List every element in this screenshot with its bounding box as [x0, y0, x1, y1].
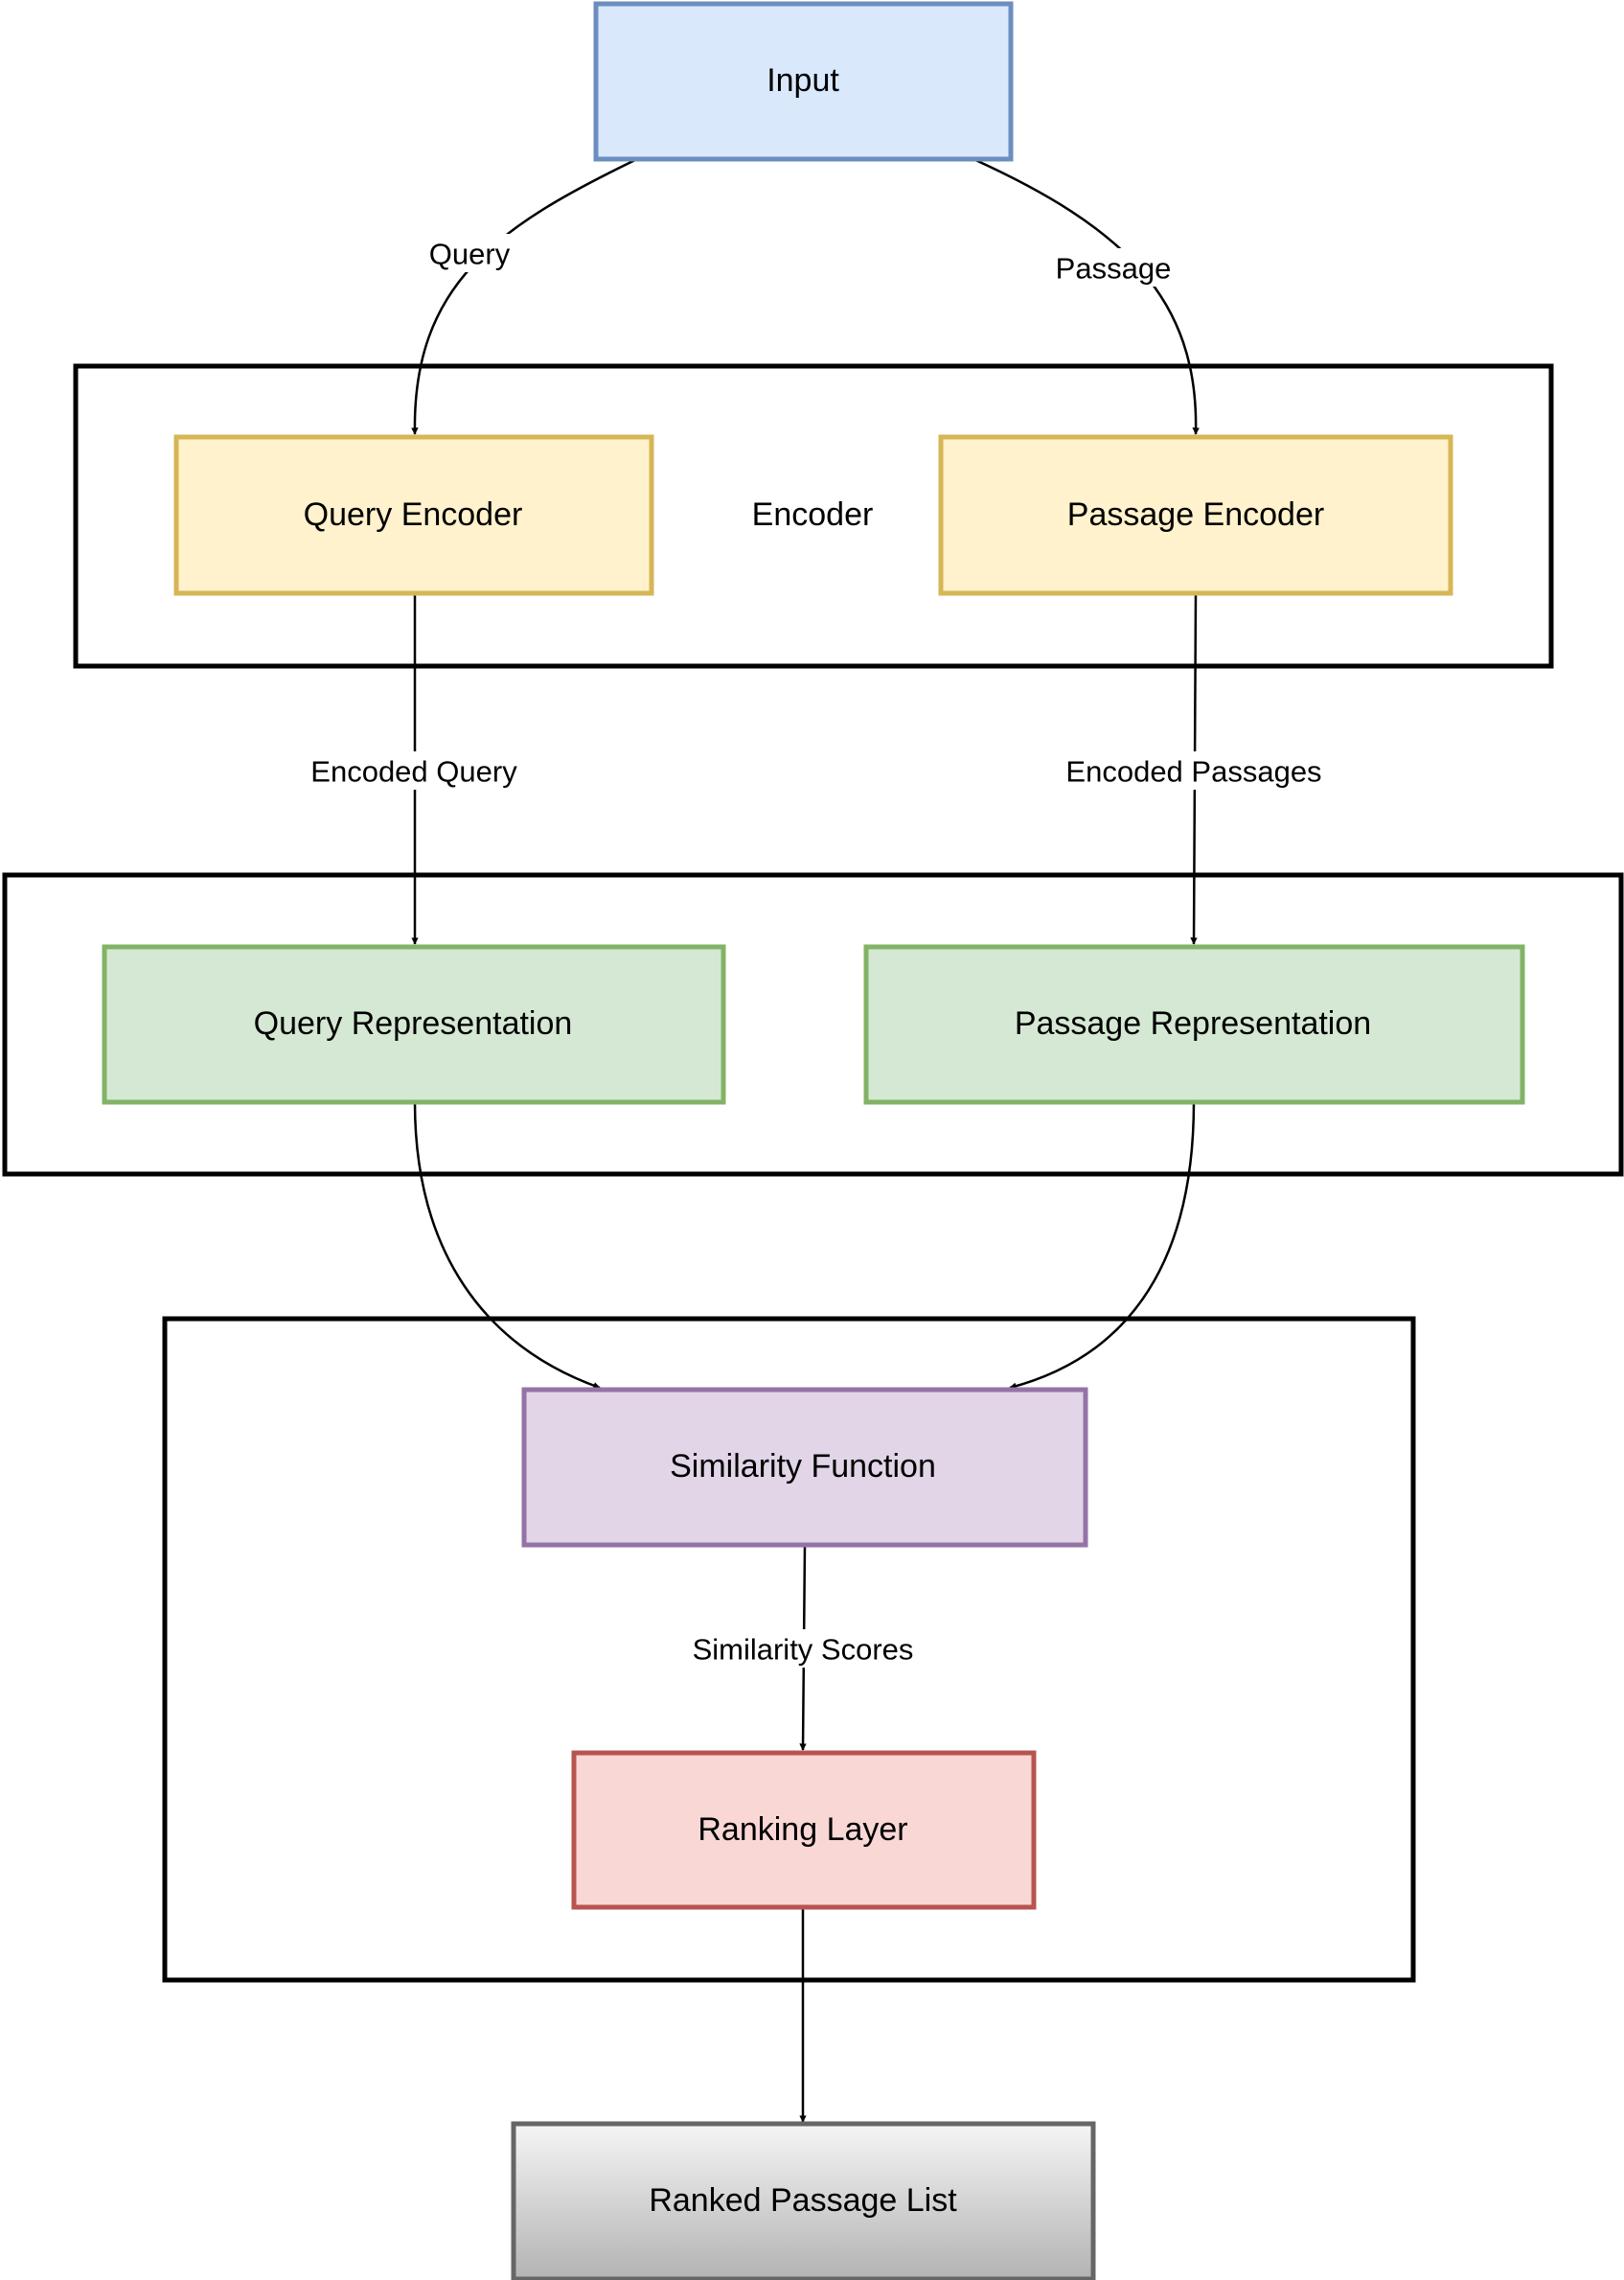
input-node	[596, 4, 1011, 159]
edge-input-to-passage-encoder	[972, 157, 1200, 435]
passage-encoder-label: Passage Encoder	[1067, 496, 1324, 533]
edge-query-representation-to-similarity	[413, 1101, 601, 1390]
ranking-layer-node-border	[571, 1750, 1037, 1910]
ranking-group	[162, 1316, 1416, 1983]
query-encoder-label: Query Encoder	[304, 496, 523, 533]
edge-input-to-query-encoder	[411, 157, 638, 435]
query-encoder-node-border	[173, 434, 654, 596]
representation-group	[2, 872, 1624, 1177]
input-node-border	[593, 1, 1014, 162]
encoder-group	[73, 363, 1554, 669]
passage-representation-label: Passage Representation	[1015, 1005, 1371, 1042]
edge-label-similarity-scores: Similarity Scores	[693, 1633, 914, 1667]
passage-encoder-node-border	[938, 434, 1453, 596]
query-encoder-node	[176, 437, 652, 593]
passage-encoder-node	[941, 437, 1451, 593]
encoder-group-label: Encoder	[752, 496, 874, 533]
passage-representation-node-border	[863, 944, 1525, 1105]
ranked-passage-list-node-border	[511, 2121, 1096, 2280]
ranked-passage-list-node	[514, 2124, 1093, 2279]
edge-label-encoded-passages: Encoded Passages	[1065, 755, 1321, 789]
similarity-function-label: Similarity Function	[670, 1448, 936, 1485]
query-representation-node	[104, 947, 723, 1102]
edge-label-query: Query	[429, 238, 511, 271]
similarity-function-node-border	[521, 1387, 1088, 1548]
query-representation-node-border	[102, 944, 726, 1105]
edge-passage-representation-to-similarity	[1009, 1101, 1196, 1390]
similarity-function-node	[524, 1390, 1086, 1545]
passage-representation-node	[866, 947, 1522, 1102]
edge-label-encoded-query: Encoded Query	[310, 755, 517, 789]
ranking-layer-label: Ranking Layer	[698, 1811, 907, 1848]
query-representation-label: Query Representation	[254, 1005, 573, 1042]
ranked-passage-list-label: Ranked Passage List	[649, 2182, 957, 2219]
input-label: Input	[766, 62, 839, 99]
ranking-layer-node	[574, 1753, 1034, 1907]
edge-label-passage: Passage	[1056, 252, 1172, 286]
